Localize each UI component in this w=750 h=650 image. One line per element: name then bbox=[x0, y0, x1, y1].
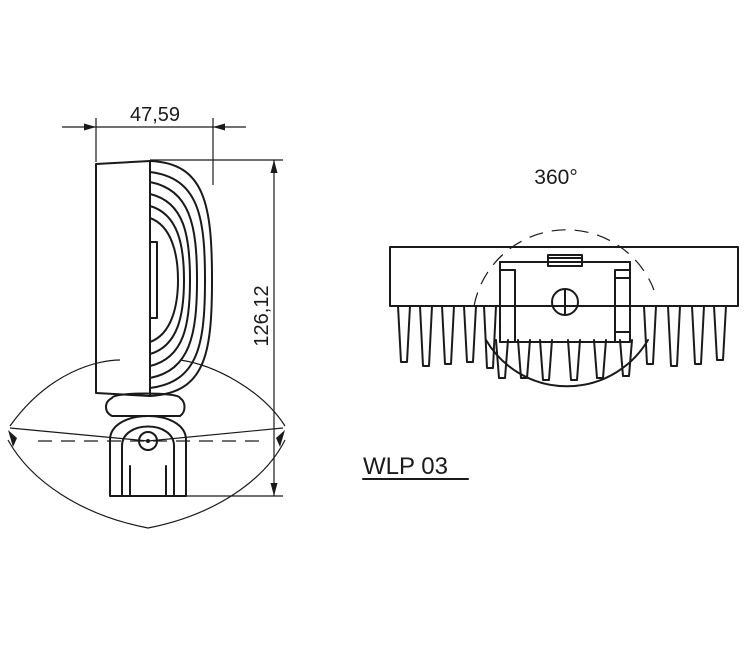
heatsink-fin bbox=[539, 339, 553, 381]
heatsink-fin bbox=[619, 339, 633, 377]
heatsink-fin bbox=[567, 339, 581, 381]
heatsink-fin bbox=[463, 305, 477, 363]
heatsink-fin bbox=[483, 305, 497, 369]
heatsink-fin bbox=[517, 339, 531, 379]
heatsink-fin bbox=[495, 339, 509, 379]
heatsink-fins bbox=[397, 305, 727, 381]
heatsink-fin bbox=[397, 305, 411, 363]
height-dimension-label: 126,12 bbox=[251, 285, 273, 346]
heatsink-fin bbox=[441, 305, 455, 365]
rotation-circle bbox=[473, 229, 655, 307]
top-view: 360° WLP 03 bbox=[362, 166, 739, 480]
heatsink-fin bbox=[713, 305, 727, 361]
width-dimension-label: 47,59 bbox=[130, 104, 180, 126]
mounting-bracket bbox=[105, 392, 187, 497]
bracket-top bbox=[499, 254, 631, 343]
model-title: WLP 03 bbox=[363, 453, 448, 480]
heatsink-fin bbox=[593, 339, 607, 379]
heatsink-fin bbox=[667, 305, 681, 367]
heatsink-fin bbox=[643, 305, 657, 365]
heatsink-fin bbox=[419, 305, 433, 367]
side-view: 47,59 126,12 bbox=[7, 104, 286, 529]
heatsink-fin bbox=[691, 305, 705, 365]
pivot-angle-indicator bbox=[7, 359, 286, 529]
height-dimension: 126,12 bbox=[150, 159, 283, 497]
rotation-angle-label: 360° bbox=[534, 166, 577, 189]
width-dimension: 47,59 bbox=[62, 104, 246, 185]
lamp-housing bbox=[95, 160, 213, 397]
